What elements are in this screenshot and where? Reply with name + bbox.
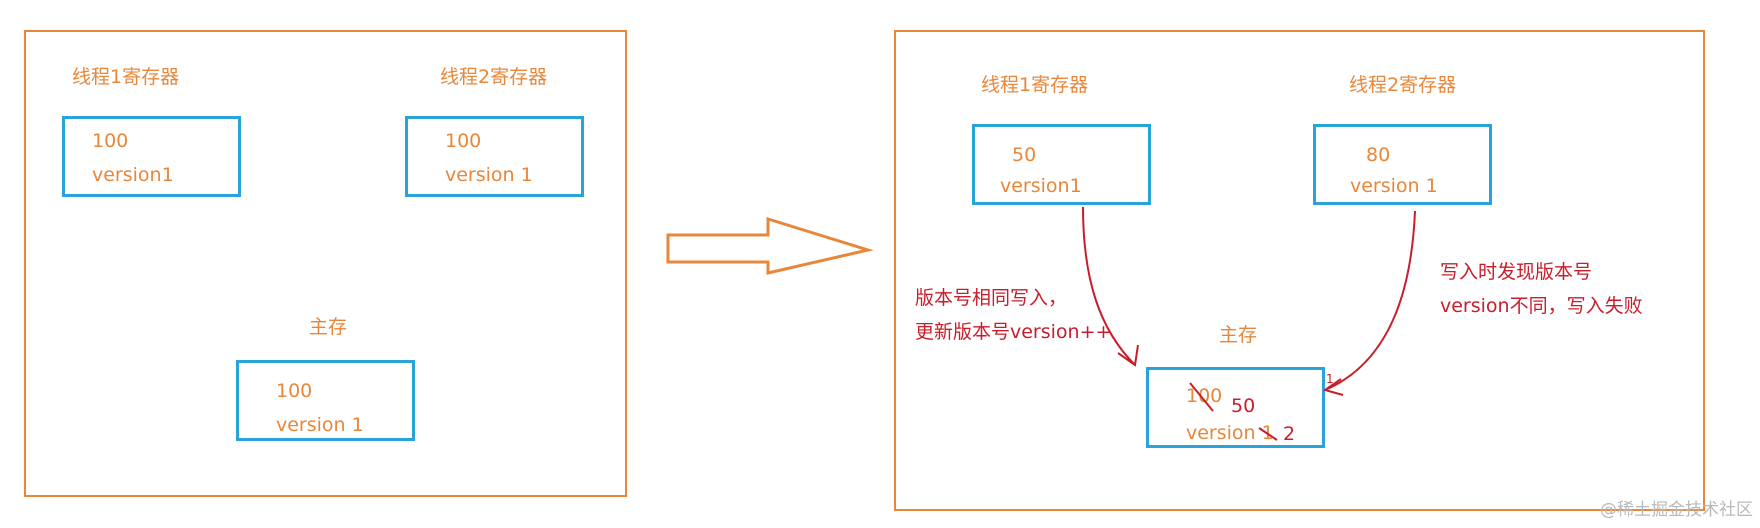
left-panel bbox=[24, 30, 627, 497]
right-thread1-title: 线程1寄存器 bbox=[981, 74, 1089, 96]
annotation-right-line2: version不同，写入失败 bbox=[1440, 295, 1643, 317]
success-write-arrowhead bbox=[1117, 344, 1139, 367]
right-memory-box: 100 50 version 1 2 bbox=[1146, 367, 1325, 448]
right-thread2-title: 线程2寄存器 bbox=[1349, 74, 1457, 96]
annotation-left-line2: 更新版本号version++ bbox=[915, 321, 1112, 343]
right-memory-old-value: 100 bbox=[1186, 385, 1223, 407]
left-thread2-title: 线程2寄存器 bbox=[440, 66, 548, 88]
left-thread1-title: 线程1寄存器 bbox=[72, 66, 180, 88]
right-memory-new-version: 2 bbox=[1283, 423, 1296, 445]
transition-arrow bbox=[666, 216, 874, 275]
watermark: @稀土掘金技术社区 bbox=[1600, 500, 1753, 520]
right-memory-version: version 1 bbox=[1186, 422, 1274, 444]
right-thread1-version: version1 bbox=[1000, 175, 1082, 197]
right-thread2-register: 80 version 1 bbox=[1313, 124, 1492, 205]
annotation-left-line1: 版本号相同写入， bbox=[915, 287, 1068, 309]
right-memory-title: 主存 bbox=[1219, 324, 1258, 346]
left-thread1-value: 100 bbox=[92, 130, 129, 152]
right-thread1-value: 50 bbox=[1012, 144, 1037, 166]
left-thread2-register: 100 version 1 bbox=[405, 116, 584, 197]
left-thread1-register: 100 version1 bbox=[62, 116, 241, 197]
strike-old-value bbox=[1189, 382, 1214, 412]
left-memory-box: 100 version 1 bbox=[236, 360, 415, 441]
annotation-right-line1: 写入时发现版本号 bbox=[1440, 261, 1593, 283]
fail-write-arrow bbox=[1324, 210, 1416, 391]
right-memory-new-value: 50 bbox=[1231, 395, 1256, 417]
left-memory-title: 主存 bbox=[309, 316, 348, 338]
small-mark: 1 bbox=[1326, 372, 1334, 386]
left-thread1-version: version1 bbox=[92, 164, 174, 186]
right-thread1-register: 50 version1 bbox=[972, 124, 1151, 205]
fail-write-arrowhead bbox=[1322, 378, 1344, 396]
left-memory-value: 100 bbox=[276, 380, 313, 402]
left-thread2-value: 100 bbox=[445, 130, 482, 152]
right-thread2-version: version 1 bbox=[1350, 175, 1438, 197]
strike-old-version bbox=[1258, 427, 1278, 441]
left-thread2-version: version 1 bbox=[445, 164, 533, 186]
right-panel bbox=[894, 30, 1705, 511]
right-thread2-value: 80 bbox=[1366, 144, 1391, 166]
success-write-arrow bbox=[1082, 206, 1136, 366]
left-memory-version: version 1 bbox=[276, 414, 364, 436]
